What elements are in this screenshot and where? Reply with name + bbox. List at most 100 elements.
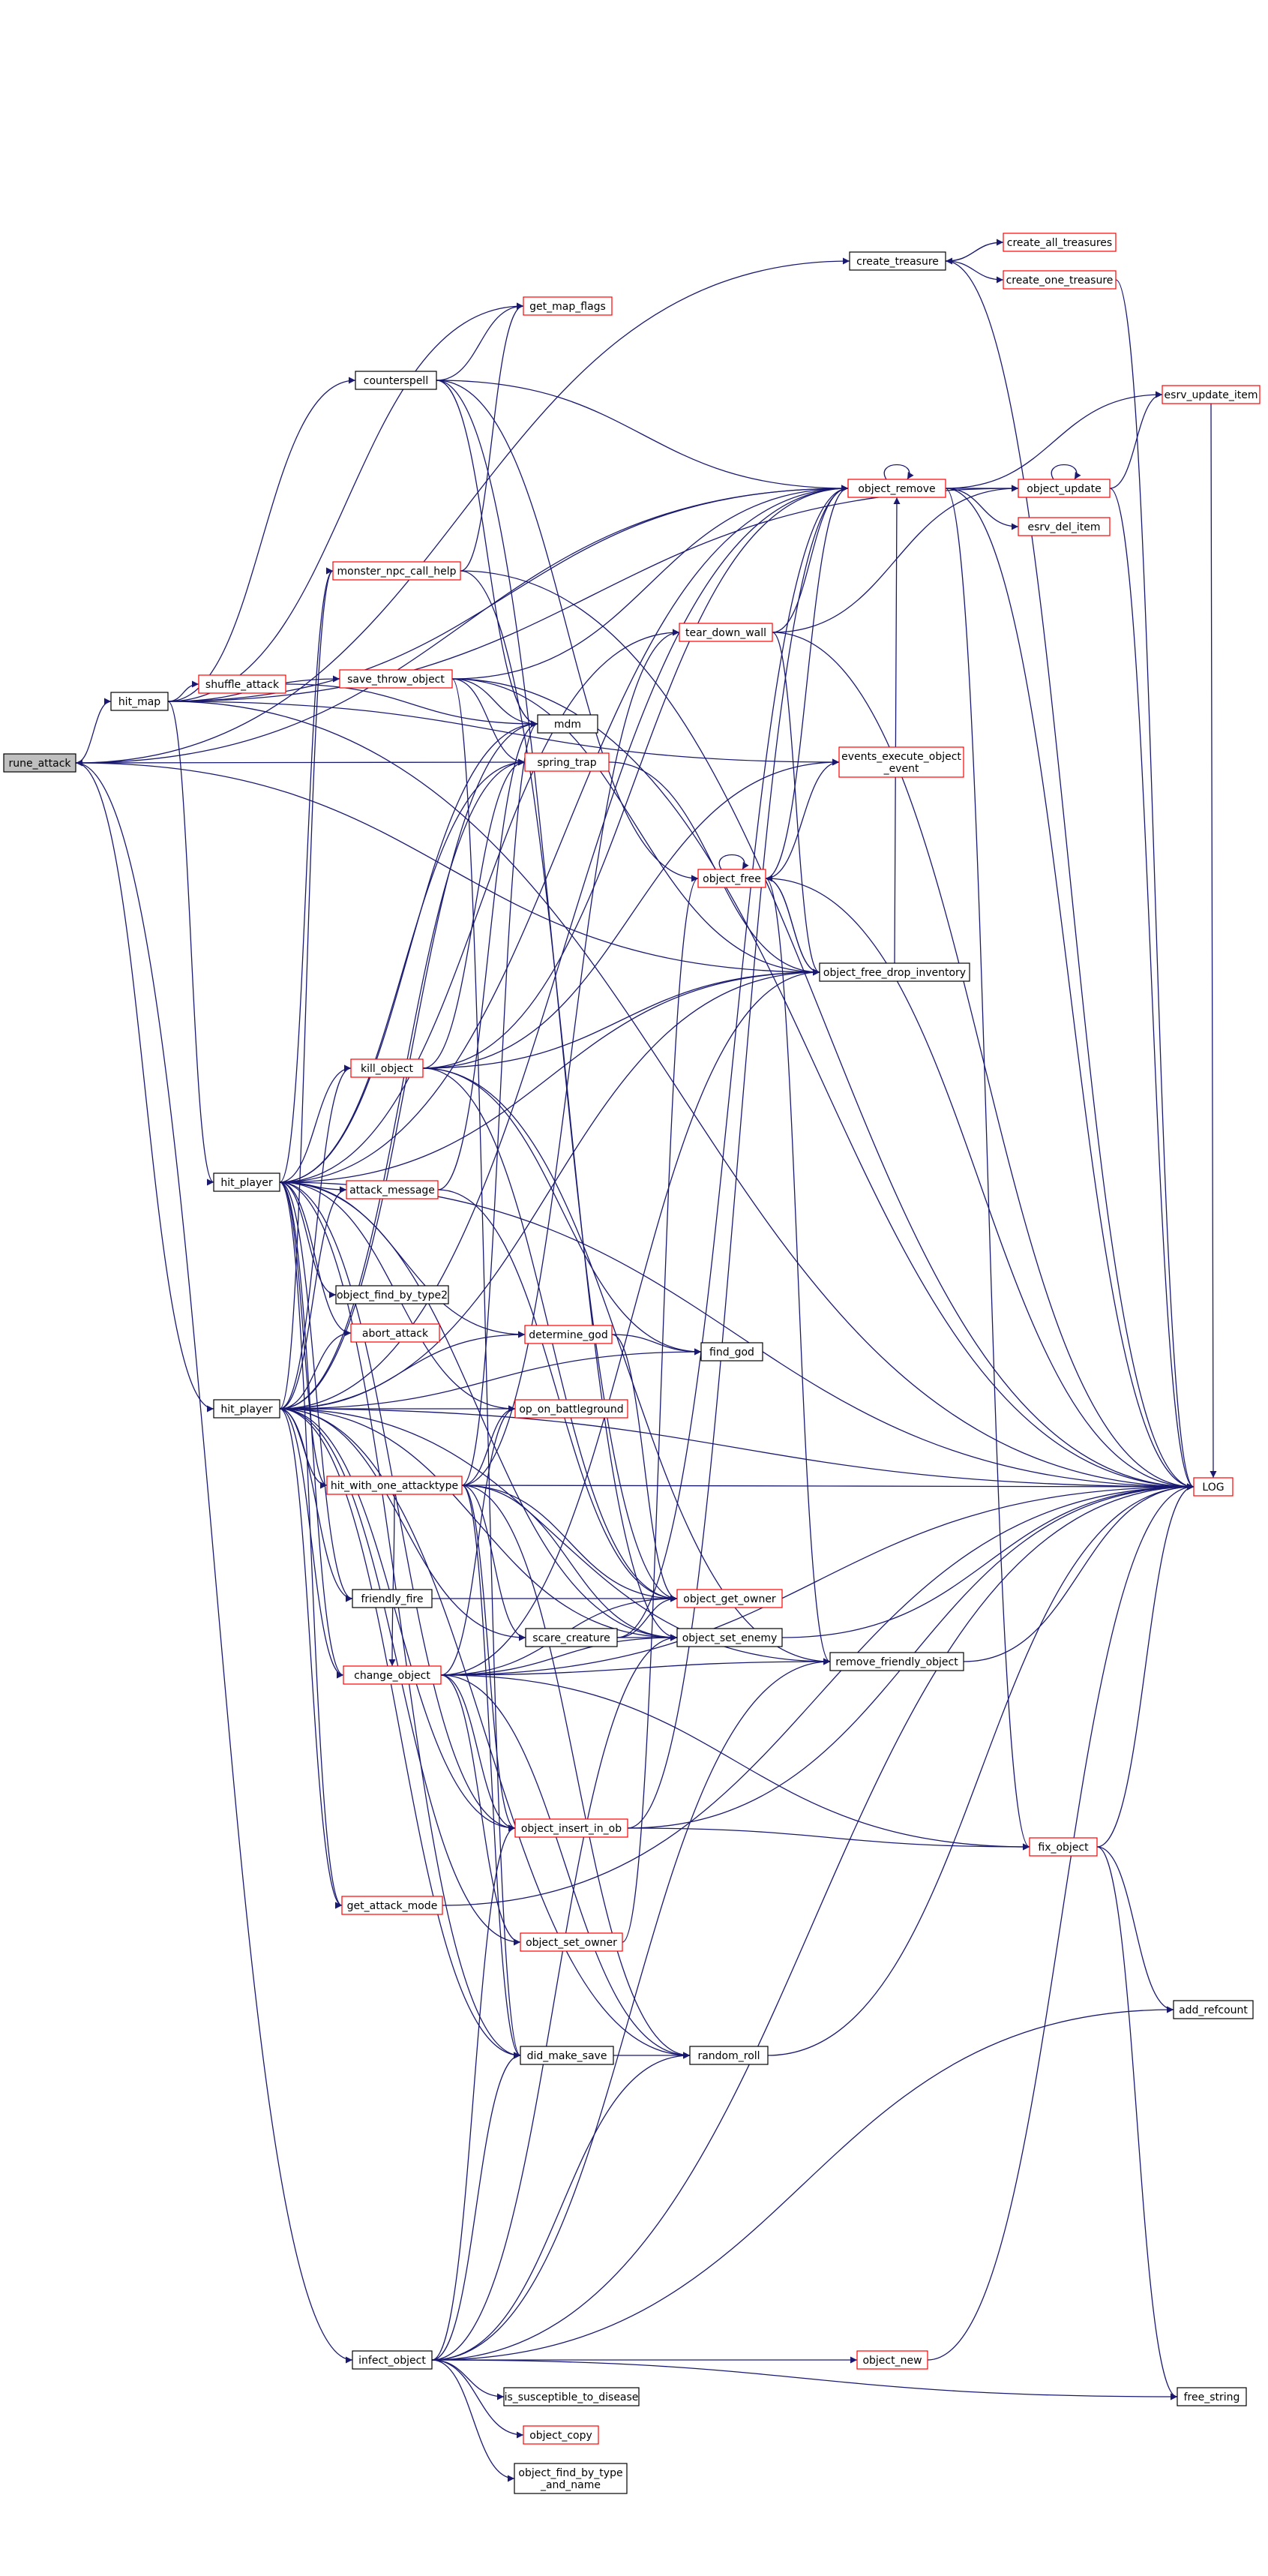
- node-object_find_by_type2[interactable]: object_find_by_type2: [335, 1285, 449, 1305]
- call-edge-determine_god-to-object_get_owner: [611, 1334, 678, 1602]
- call-edge-object_remove-to-fix_object: [945, 488, 1030, 1851]
- node-spring_trap[interactable]: spring_trap: [524, 752, 610, 772]
- node-box-object_set_enemy: [676, 1628, 783, 1647]
- node-object_find_by_type_and_name[interactable]: object_find_by_type_and_name: [514, 2463, 628, 2494]
- node-abort_attack[interactable]: abort_attack: [350, 1323, 440, 1343]
- node-hit_player_2[interactable]: hit_player: [213, 1399, 280, 1419]
- node-box-object_free_drop_inventory: [819, 962, 970, 982]
- node-esrv_del_item[interactable]: esrv_del_item: [1018, 517, 1111, 536]
- node-box-monster_npc_call_help: [332, 561, 461, 581]
- node-box-object_get_owner: [676, 1589, 783, 1608]
- node-object_insert_in_ob[interactable]: object_insert_in_ob: [514, 1818, 628, 1838]
- node-object_set_enemy[interactable]: object_set_enemy: [676, 1628, 783, 1647]
- node-box-object_insert_in_ob: [514, 1818, 628, 1838]
- node-label-object_free: object_free: [703, 873, 761, 885]
- call-edge-hit_with_one_attacktype-to-object_set_enemy: [461, 1485, 678, 1641]
- call-edge-hit_map-to-object_update: [167, 485, 1019, 702]
- node-label-op_on_battleground: op_on_battleground: [519, 1404, 623, 1416]
- node-create_one_treasure[interactable]: create_one_treasure: [1003, 270, 1117, 290]
- call-edge-infect_object-to-did_make_save: [431, 2052, 521, 2361]
- node-label-add_refcount: add_refcount: [1179, 2004, 1248, 2016]
- node-box-free_string: [1177, 2387, 1247, 2406]
- node-change_object[interactable]: change_object: [343, 1665, 442, 1685]
- node-box-spring_trap: [524, 752, 610, 772]
- call-edge-fix_object-to-free_string: [1096, 1846, 1178, 2400]
- node-save_throw_object[interactable]: save_throw_object: [339, 669, 453, 689]
- call-edge-hit_player_2-to-friendly_fire: [279, 1408, 353, 1602]
- node-object_update[interactable]: object_update: [1018, 479, 1111, 498]
- node-label-abort_attack: abort_attack: [362, 1328, 429, 1340]
- node-label-friendly_fire: friendly_fire: [361, 1593, 423, 1605]
- call-edge-hit_with_one_attacktype-to-random_roll: [461, 1485, 691, 2059]
- node-tear_down_wall[interactable]: tear_down_wall: [679, 623, 773, 642]
- node-object_free_drop_inventory[interactable]: object_free_drop_inventory: [819, 962, 970, 982]
- node-create_treasure[interactable]: create_treasure: [849, 251, 946, 271]
- node-hit_map[interactable]: hit_map: [110, 692, 169, 711]
- call-edge-hit_player_2-to-remove_friendly_object: [279, 1408, 831, 1665]
- call-edge-spring_trap-to-rune_attack: [75, 759, 526, 767]
- call-edge-object_remove-to-object_remove: [883, 464, 914, 480]
- node-box-create_all_treasures: [1003, 233, 1117, 252]
- call-edge-hit_player_2-to-object_remove: [279, 485, 849, 1410]
- call-edge-object_remove-to-esrv_del_item: [945, 488, 1019, 530]
- node-label-object_get_owner: object_get_owner: [683, 1593, 776, 1605]
- call-edge-kill_object-to-remove_friendly_object: [422, 1067, 831, 1665]
- call-edge-tear_down_wall-to-LOG: [772, 632, 1195, 1491]
- node-infect_object[interactable]: infect_object: [352, 2350, 433, 2370]
- node-box-get_attack_mode: [341, 1896, 443, 1915]
- node-is_susceptible_to_disease[interactable]: is_susceptible_to_disease: [503, 2387, 640, 2406]
- call-edge-hit_with_one_attacktype-to-scare_creature: [461, 1485, 526, 1641]
- call-edge-infect_object-to-remove_friendly_object: [431, 1658, 831, 2361]
- node-monster_npc_call_help[interactable]: monster_npc_call_help: [332, 561, 461, 581]
- node-hit_player_1[interactable]: hit_player: [213, 1172, 280, 1192]
- node-find_god[interactable]: find_god: [700, 1342, 763, 1362]
- node-get_map_flags[interactable]: get_map_flags: [523, 296, 613, 316]
- node-object_get_owner[interactable]: object_get_owner: [676, 1589, 783, 1608]
- node-label-attack_message: attack_message: [349, 1184, 435, 1196]
- call-edge-object_update-to-esrv_update_item: [1109, 391, 1163, 489]
- node-shuffle_attack[interactable]: shuffle_attack: [198, 674, 286, 694]
- node-did_make_save[interactable]: did_make_save: [520, 2046, 614, 2065]
- node-scare_creature[interactable]: scare_creature: [525, 1628, 618, 1647]
- call-edge-fix_object-to-add_refcount: [1096, 1846, 1174, 2013]
- node-rune_attack[interactable]: rune_attack: [3, 753, 76, 773]
- node-get_attack_mode[interactable]: get_attack_mode: [341, 1896, 443, 1915]
- call-edge-object_free-to-remove_friendly_object: [765, 878, 831, 1665]
- node-kill_object[interactable]: kill_object: [350, 1058, 424, 1078]
- node-object_copy[interactable]: object_copy: [523, 2425, 599, 2445]
- node-counterspell[interactable]: counterspell: [355, 371, 437, 390]
- node-object_free[interactable]: object_free: [697, 869, 766, 888]
- call-edge-hit_player_1-to-change_object: [279, 1181, 344, 1679]
- node-friendly_fire[interactable]: friendly_fire: [352, 1589, 433, 1608]
- node-remove_friendly_object[interactable]: remove_friendly_object: [829, 1652, 964, 1671]
- call-edge-hit_player_2-to-scare_creature: [279, 1408, 526, 1641]
- node-object_set_owner[interactable]: object_set_owner: [520, 1932, 623, 1952]
- node-object_new[interactable]: object_new: [856, 2350, 928, 2370]
- node-label-hit_map: hit_map: [118, 696, 160, 708]
- node-events_execute_object_event[interactable]: events_execute_object_event: [838, 746, 964, 778]
- call-edge-hit_player_2-to-did_make_save: [279, 1408, 521, 2059]
- call-edge-object_remove-to-esrv_update_item: [945, 391, 1163, 489]
- node-create_all_treasures[interactable]: create_all_treasures: [1003, 233, 1117, 252]
- node-esrv_update_item[interactable]: esrv_update_item: [1162, 385, 1261, 404]
- node-box-object_find_by_type2: [335, 1285, 449, 1305]
- call-edge-hit_player_1-to-object_insert_in_ob: [279, 1181, 516, 1832]
- node-hit_with_one_attacktype[interactable]: hit_with_one_attacktype: [326, 1476, 463, 1495]
- node-mdm[interactable]: mdm: [537, 714, 598, 734]
- node-box-shuffle_attack: [198, 674, 286, 694]
- call-edge-object_free-to-LOG: [765, 878, 1195, 1491]
- node-free_string[interactable]: free_string: [1177, 2387, 1247, 2406]
- node-LOG[interactable]: LOG: [1193, 1477, 1234, 1497]
- node-determine_god[interactable]: determine_god: [524, 1325, 613, 1344]
- node-object_remove[interactable]: object_remove: [847, 479, 946, 498]
- node-random_roll[interactable]: random_roll: [689, 2046, 769, 2065]
- node-fix_object[interactable]: fix_object: [1029, 1837, 1098, 1857]
- node-op_on_battleground[interactable]: op_on_battleground: [514, 1399, 628, 1419]
- node-attack_message[interactable]: attack_message: [346, 1180, 439, 1199]
- node-box-get_map_flags: [523, 296, 613, 316]
- call-edge-object_update-to-LOG: [1109, 488, 1195, 1491]
- call-edge-object_free_drop_inventory-to-object_free: [765, 875, 820, 973]
- node-label-create_treasure: create_treasure: [856, 256, 939, 268]
- node-add_refcount[interactable]: add_refcount: [1173, 2000, 1254, 2019]
